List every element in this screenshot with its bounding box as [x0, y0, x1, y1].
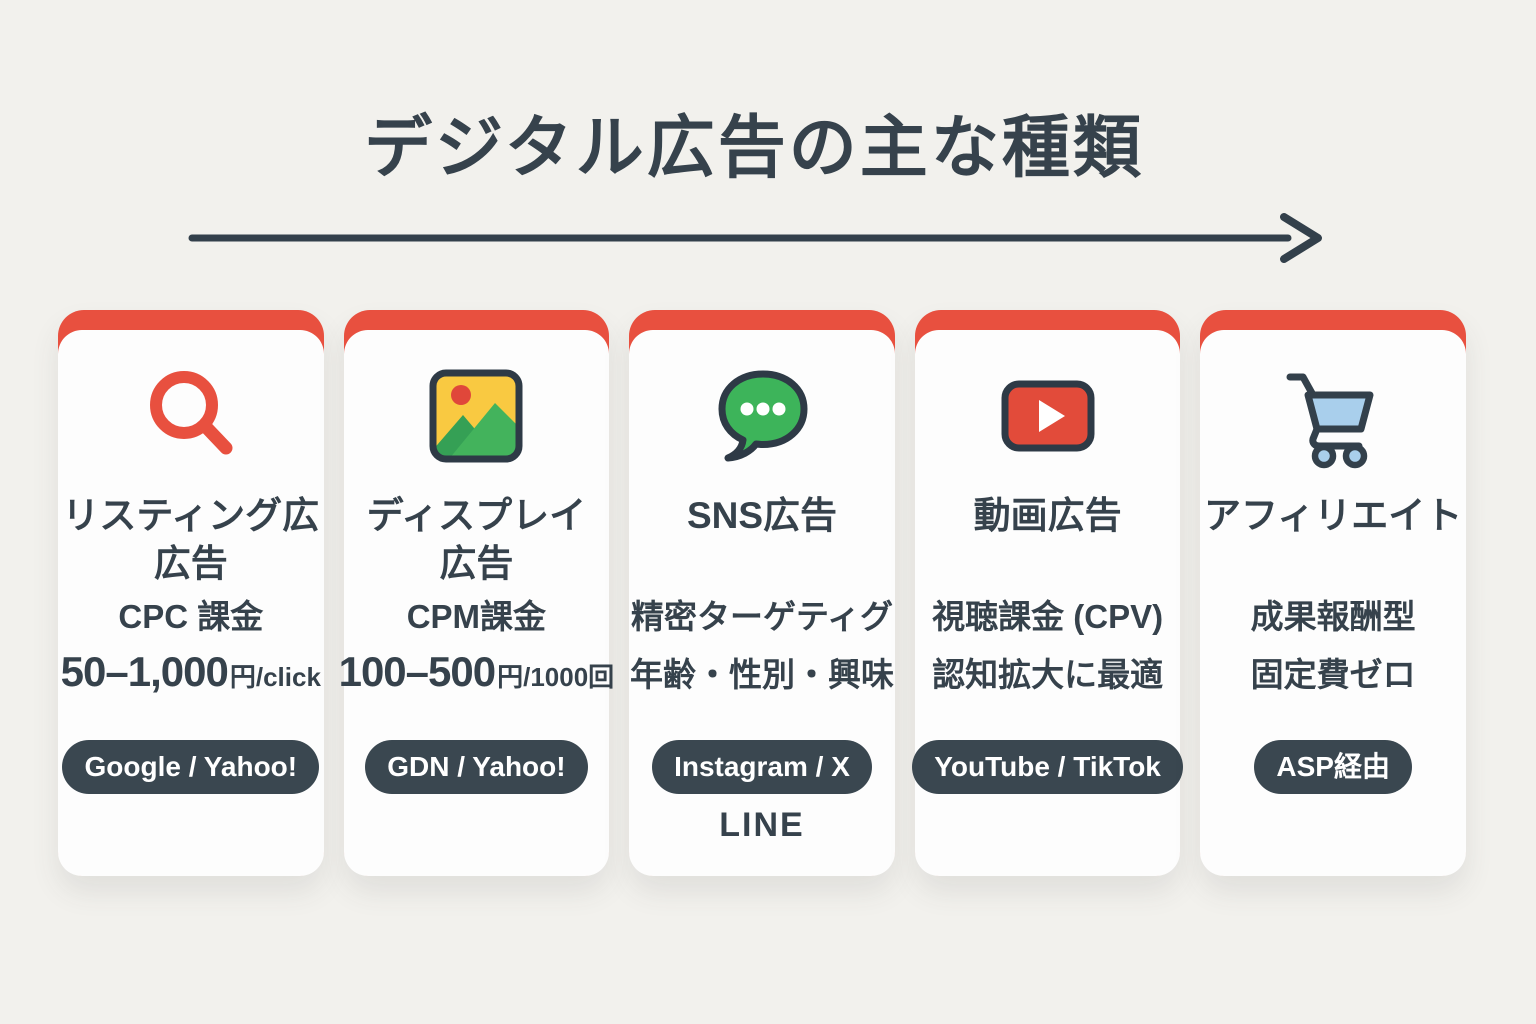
chat-bubble-icon: [709, 360, 815, 472]
picture-icon: [423, 360, 529, 472]
targeting-feature: 精密ターゲティグ: [630, 598, 893, 635]
platforms-badge: GDN / Yahoo!: [365, 740, 588, 794]
platforms-badge: Instagram / X: [652, 740, 872, 794]
targeting-detail: 年齢・性別・興味: [629, 656, 894, 693]
direction-arrow: [188, 212, 1328, 264]
platforms-badge: YouTube / TikTok: [912, 740, 1183, 794]
card-display-ads: ディスプレイ 広告 CPM課金 100–500 円/1000回 GDN / Ya…: [339, 310, 614, 876]
benefit-detail: 認知拡大に最適: [932, 656, 1164, 693]
ad-type-cards: リスティング広 広告 CPC 課金 50–1,000 円/click Googl…: [58, 310, 1466, 876]
benefit-detail: 固定費ゼロ: [1250, 656, 1416, 693]
card-affiliate: アフィリエイト 成果報酬型 固定費ゼロ ASP経由: [1200, 310, 1466, 876]
pricing-model: CPM課金: [406, 598, 547, 635]
page-title: デジタル広告の主な種類: [364, 110, 1144, 186]
pricing-model: 視聴課金 (CPV): [932, 598, 1164, 635]
right-arrow-icon: [188, 213, 1322, 263]
play-button-icon: [995, 360, 1101, 472]
search-icon: [138, 360, 244, 472]
card-title: アフィリエイト: [1204, 495, 1463, 536]
card-title: リスティング広 広告: [62, 495, 320, 585]
card-video-ads: 動画広告 視聴課金 (CPV) 認知拡大に最適 YouTube / TikTok: [912, 310, 1183, 876]
price-range: 100–500 円/1000回: [338, 648, 615, 695]
card-title: SNS広告: [686, 495, 838, 536]
platforms-badge: ASP経由: [1254, 740, 1412, 794]
card-title: ディスプレイ 広告: [366, 495, 587, 585]
card-features: 精密ターゲティグ 年齢・性別・興味: [630, 590, 894, 716]
card-features: 成果報酬型 固定費ゼロ: [1251, 590, 1416, 716]
card-listing-ads: リスティング広 広告 CPC 課金 50–1,000 円/click Googl…: [58, 310, 324, 876]
shopping-cart-icon: [1280, 360, 1386, 472]
pricing-model: 成果報酬型: [1250, 598, 1416, 635]
pricing-model: CPC 課金: [118, 598, 264, 635]
card-title: 動画広告: [973, 495, 1122, 536]
card-features: CPC 課金 50–1,000 円/click: [61, 590, 321, 716]
card-features: 視聴課金 (CPV) 認知拡大に最適: [932, 590, 1163, 716]
platforms-badge: Google / Yahoo!: [62, 740, 320, 794]
price-range: 50–1,000 円/click: [60, 648, 321, 695]
card-features: CPM課金 100–500 円/1000回: [339, 590, 615, 716]
card-sns-ads: SNS広告 精密ターゲティグ 年齢・性別・興味 Instagram / X LI…: [629, 310, 895, 876]
platforms-extra: LINE: [719, 806, 805, 844]
